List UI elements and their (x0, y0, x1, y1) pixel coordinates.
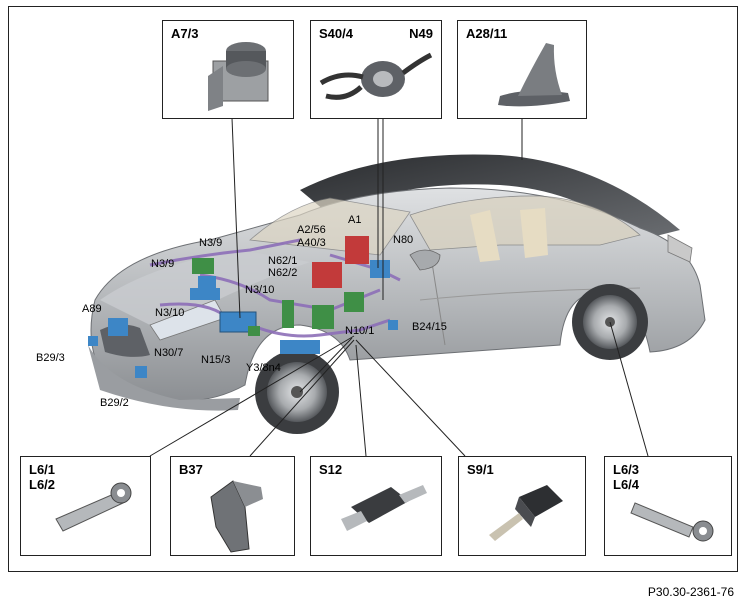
label-b29-2: B29/2 (100, 397, 129, 409)
label-a2-56: A2/56 (297, 224, 326, 236)
label-a40-3: A40/3 (297, 237, 326, 249)
pedal-sensor-illustration (210, 480, 263, 553)
label-a89: A89 (82, 303, 102, 315)
stop-lamp-switch-illustration (489, 485, 563, 541)
label-n3-9-top: N3/9 (199, 237, 223, 249)
label-n62-1: N62/1 (268, 255, 298, 267)
front-wheel (255, 350, 339, 434)
component-a1 (345, 236, 369, 264)
box-s9-1: S9/1 (458, 456, 586, 556)
leader-lines (149, 117, 649, 457)
component-n15-3 (248, 326, 260, 336)
box-l6-1-l6-2: L6/1 L6/2 (20, 456, 151, 556)
reference-code: P30.30-2361-76 (647, 585, 734, 599)
box-title: B37 (179, 462, 203, 477)
box-title: A28/11 (466, 26, 508, 41)
seat (470, 210, 500, 262)
label-n10-1: N10/1 (345, 325, 375, 337)
rear-light (667, 234, 693, 263)
label-a1: A1 (348, 214, 362, 226)
label-b24-15: B24/15 (412, 321, 447, 333)
label-y3-8n4: Y3/8n4 (246, 362, 281, 374)
box-a28-11: A28/11 (457, 20, 587, 119)
component-n10-1 (344, 292, 364, 312)
box-a7-3: A7/3 (162, 20, 294, 119)
box-title-line1: L6/1 (29, 462, 56, 477)
box-title: A7/3 (171, 26, 199, 41)
box-title: S12 (319, 462, 343, 477)
component-n62 (312, 305, 334, 329)
speed-sensor-illustration (55, 482, 132, 532)
component-b29-3 (88, 336, 98, 346)
car-roof (300, 154, 680, 240)
component-n30-7 (219, 311, 257, 333)
component-a2-56 (312, 262, 342, 288)
abs-unit-illustration (208, 42, 269, 111)
box-title-line1: L6/3 (613, 462, 640, 477)
seat (520, 208, 548, 258)
component-n3-9 (192, 258, 216, 290)
component-n80 (370, 260, 390, 278)
label-n15-3: N15/3 (201, 354, 231, 366)
label-n80: N80 (393, 234, 414, 246)
speed-sensor-illustration (630, 502, 714, 542)
component-y3-8n4 (280, 340, 320, 354)
box-l6-3-l6-4: L6/3 L6/4 (604, 456, 732, 556)
component-a89 (108, 318, 128, 336)
steering-column-switch-illustration (319, 52, 433, 100)
box-title-right: N49 (409, 26, 433, 41)
label-n3-10-left: N3/10 (155, 307, 185, 319)
component-b29-2 (135, 366, 147, 378)
brake-switch-illustration (341, 485, 427, 531)
component-n3-10 (190, 288, 220, 300)
mirror (409, 249, 441, 271)
box-title-line2: L6/2 (29, 477, 56, 492)
label-n62-2: N62/2 (268, 267, 298, 279)
box-title: S9/1 (467, 462, 494, 477)
label-n3-9-left: N3/9 (151, 258, 175, 270)
component-b24-15 (388, 320, 398, 330)
label-n30-7: N30/7 (154, 347, 184, 359)
component-n3-10-mid (282, 300, 294, 328)
label-n3-10-mid: N3/10 (245, 284, 275, 296)
front-bumper (88, 345, 240, 411)
box-s40-4-n49: S40/4 N49 (310, 20, 442, 119)
box-s12: S12 (310, 456, 442, 556)
label-b29-3: B29/3 (36, 352, 65, 364)
box-title-left: S40/4 (319, 26, 353, 41)
antenna-illustration (498, 43, 570, 107)
box-title-line2: L6/4 (613, 477, 640, 492)
box-b37: B37 (170, 456, 295, 556)
